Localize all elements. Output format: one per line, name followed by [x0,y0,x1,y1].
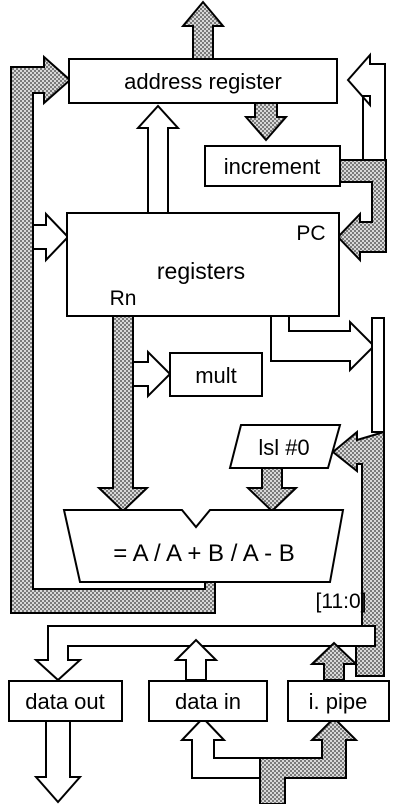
registers-a-bus [96,314,150,513]
mult-label: mult [195,363,237,388]
registers-to-address-bus [135,104,181,214]
registers-box [66,212,340,317]
data-out-bus [33,625,376,682]
registers-b-bus [270,314,376,373]
data-out-label: data out [25,689,105,714]
ipipe-label: i. pipe [309,689,368,714]
immediate-bus [331,429,385,677]
address-register-label: address register [124,69,282,94]
ipipe-box [287,680,390,722]
shifter-to-alu-bus [245,466,299,513]
alu-label: = A / A + B / A - B [113,540,294,567]
increment-label: increment [224,154,321,179]
address-input-bus [346,52,386,161]
ipipe-up-arrow [309,641,359,681]
right-vertical-bus [371,317,385,433]
increment-to-pc-bus [336,159,387,263]
alu-result-bus [10,54,216,614]
address-register-box [68,58,338,104]
data-in-label: data in [175,689,241,714]
alu-block [62,509,345,583]
data-in-box [148,680,268,722]
data-in-up-arrow [173,638,219,681]
immediate-field-label: [11:0] [316,590,367,613]
mult-input-arrow [132,349,172,399]
data-out-box [8,680,123,722]
memory-input-bus-shaded [259,716,359,804]
shifter-label: lsl #0 [258,435,309,460]
shifter-box [228,424,342,469]
memory-input-bus [179,716,261,804]
data-out-arrow [33,719,83,804]
increment-box [204,145,341,187]
registers-label: registers [157,258,245,284]
pc-label: PC [296,222,325,245]
address-to-increment-bus [243,101,289,142]
mult-box [169,352,263,397]
registers-input-arrow [32,211,70,263]
address-out-bus [180,0,226,61]
rn-label: Rn [110,287,137,310]
